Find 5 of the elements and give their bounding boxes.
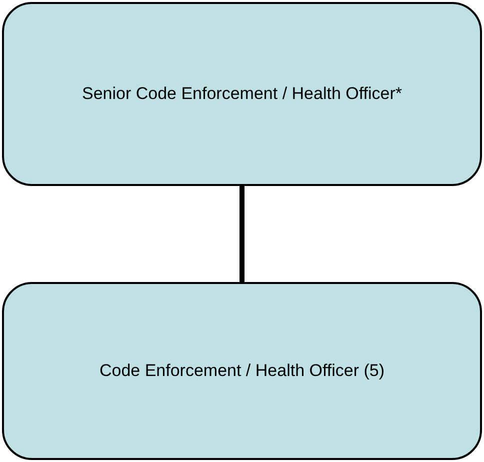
org-chart-box	[2, 282, 482, 460]
position-title: Senior Code Enforcement / Health Officer*	[80, 83, 403, 105]
position-title: Code Enforcement / Health Officer (5)	[98, 360, 386, 382]
connector-line	[240, 186, 244, 282]
org-chart-box	[2, 2, 482, 186]
